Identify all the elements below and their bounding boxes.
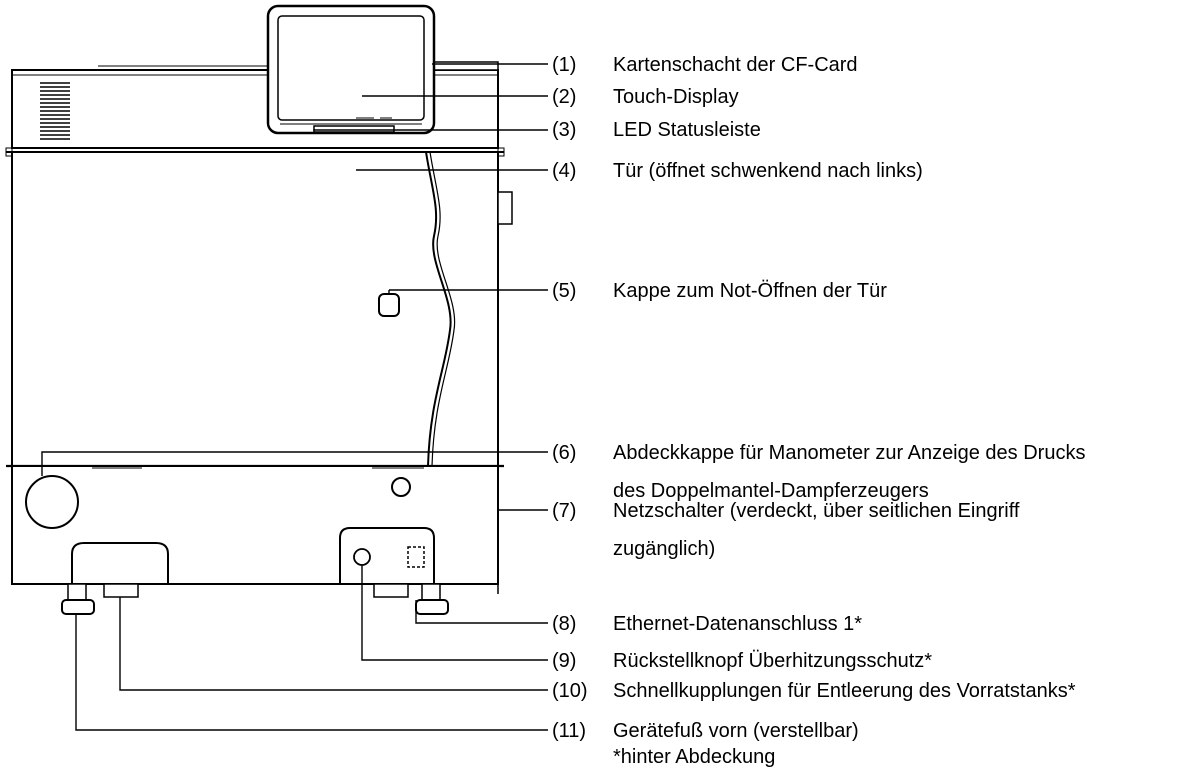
front-foot-right xyxy=(415,599,449,615)
callout-number: (8) xyxy=(552,613,576,635)
callout-label: Netzschalter (verdeckt, über seitlichen … xyxy=(613,500,1020,522)
callout-number: (4) xyxy=(552,160,576,182)
vent-grille xyxy=(40,82,70,140)
callout-1: (1) Kartenschacht der CF-Card xyxy=(552,54,858,76)
callout-number: (11) xyxy=(552,720,586,742)
callout-label: Gerätefuß vorn (verstellbar) xyxy=(613,720,859,742)
callout-8: (8) Ethernet-Datenanschluss 1* xyxy=(552,613,862,635)
device-feet xyxy=(61,583,449,615)
port-cover xyxy=(339,527,435,584)
callout-label: Kartenschacht der CF-Card xyxy=(613,54,858,76)
quick-coupling-cover xyxy=(71,542,169,584)
callout-number: (2) xyxy=(552,86,576,108)
manometer-cover-cap xyxy=(25,475,79,529)
callout-label: Kappe zum Not-Öffnen der Tür xyxy=(613,280,887,302)
callout-label: Rückstellknopf Überhitzungsschutz* xyxy=(613,650,932,672)
callout-number: (3) xyxy=(552,119,576,141)
callout-7: (7) Netzschalter (verdeckt, über seitlic… xyxy=(552,500,1020,560)
device-drawing xyxy=(5,4,513,615)
touch-display xyxy=(266,4,436,135)
front-foot-left xyxy=(61,599,95,615)
callout-2: (2) Touch-Display xyxy=(552,86,739,108)
led-status-bar xyxy=(313,125,395,133)
callout-number: (6) xyxy=(552,442,576,464)
callout-number: (5) xyxy=(552,280,576,302)
footnote-behind-cover: *hinter Abdeckung xyxy=(613,746,775,768)
callout-label: LED Statusleiste xyxy=(613,119,761,141)
lower-body xyxy=(6,464,504,594)
leader-lines xyxy=(41,63,548,731)
cf-card-slot xyxy=(431,61,499,71)
callout-label: Touch-Display xyxy=(613,86,739,108)
callout-label-line2: des Doppelmantel-Dampferzeugers xyxy=(613,480,929,502)
callout-number: (9) xyxy=(552,650,576,672)
emergency-open-cap xyxy=(378,293,400,317)
callout-number: (10) xyxy=(552,680,588,702)
callout-number: (7) xyxy=(552,500,576,522)
callout-label-line2: zugänglich) xyxy=(613,538,715,560)
callout-6: (6) Abdeckkappe für Manometer zur Anzeig… xyxy=(552,442,1085,502)
callout-label: Schnellkupplungen für Entleerung des Vor… xyxy=(613,680,1076,702)
callout-3: (3) LED Statusleiste xyxy=(552,119,761,141)
callout-4: (4) Tür (öffnet schwenkend nach links) xyxy=(552,160,923,182)
ethernet-port xyxy=(407,546,425,568)
callout-number: (1) xyxy=(552,54,576,76)
callout-label: Tür (öffnet schwenkend nach links) xyxy=(613,160,923,182)
callout-11: (11) Gerätefuß vorn (verstellbar) *hinte… xyxy=(552,720,859,768)
callout-label: Abdeckkappe für Manometer zur Anzeige de… xyxy=(613,442,1085,464)
callout-list: (1) Kartenschacht der CF-Card (2) Touch-… xyxy=(552,54,1085,768)
callout-9: (9) Rückstellknopf Überhitzungsschutz* xyxy=(552,650,932,672)
callout-10: (10) Schnellkupplungen für Entleerung de… xyxy=(552,680,1076,702)
door xyxy=(6,151,513,467)
overheat-reset-button xyxy=(353,548,371,566)
callout-5: (5) Kappe zum Not-Öffnen der Tür xyxy=(552,280,887,302)
callout-label: Ethernet-Datenanschluss 1* xyxy=(613,613,862,635)
